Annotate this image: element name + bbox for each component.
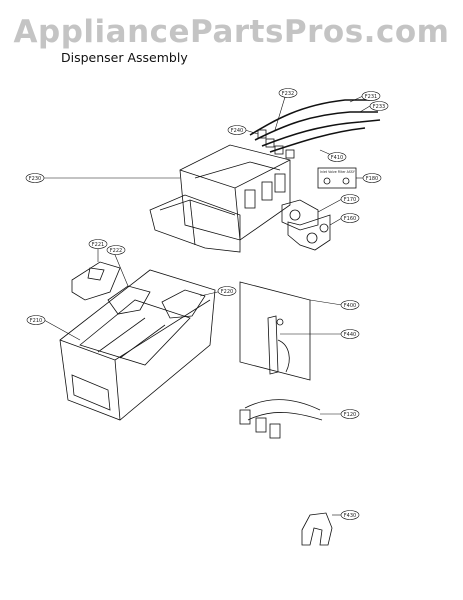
valve-label-text: Inlet Valve Filter ASSY [320, 170, 355, 174]
part-label-f120: F120 [340, 409, 360, 419]
leader-lines [40, 95, 371, 516]
part-label-f440: F440 [340, 329, 360, 339]
svg-text:F233: F233 [373, 104, 385, 110]
svg-text:F221: F221 [92, 242, 104, 248]
svg-text:F160: F160 [344, 216, 356, 222]
part-label-f210: F210 [26, 315, 46, 325]
part-label-f400: F400 [340, 300, 360, 310]
svg-text:F231: F231 [365, 94, 377, 100]
part-label-f232: F232 [278, 88, 298, 98]
svg-text:F230: F230 [29, 176, 41, 182]
part-label-f160: F160 [340, 213, 360, 223]
diagram-title: Dispenser Assembly [61, 50, 188, 65]
part-labels: F230 F220 F210 F221 F222 F232 F231 F233 … [25, 88, 389, 520]
part-label-f230: F230 [25, 173, 45, 183]
svg-text:F440: F440 [344, 332, 356, 338]
part-label-f220: F220 [217, 286, 237, 296]
part-label-f222: F222 [106, 245, 126, 255]
part-label-f430: F430 [340, 510, 360, 520]
svg-text:F240: F240 [231, 128, 243, 134]
detergent-drawer [59, 269, 216, 421]
svg-text:F180: F180 [366, 176, 378, 182]
harness-bracket [239, 281, 311, 381]
wire-harness [239, 399, 323, 439]
part-label-f180: F180 [362, 173, 382, 183]
svg-text:F120: F120 [344, 412, 356, 418]
part-label-f221: F221 [88, 239, 108, 249]
part-label-f240: F240 [227, 125, 247, 135]
inlet-valves [281, 199, 331, 251]
part-label-f233: F233 [369, 101, 389, 111]
svg-text:F400: F400 [344, 303, 356, 309]
svg-text:F220: F220 [221, 289, 233, 295]
svg-text:F430: F430 [344, 513, 356, 519]
siphon-caps [71, 261, 206, 319]
svg-text:F170: F170 [344, 197, 356, 203]
watermark-logo: AppliancePartsPros.com [13, 14, 450, 50]
part-label-f170: F170 [340, 194, 360, 204]
inlet-hoses [249, 99, 381, 153]
svg-text:F210: F210 [30, 318, 42, 324]
hose-clamps [257, 129, 295, 159]
hose-clip [301, 512, 333, 546]
svg-text:F232: F232 [282, 91, 294, 97]
part-label-f410: F410 [327, 152, 347, 162]
dispenser-housing [149, 144, 291, 253]
part-label-f231: F231 [361, 91, 381, 101]
svg-text:F222: F222 [110, 248, 122, 254]
svg-text:F410: F410 [331, 155, 343, 161]
